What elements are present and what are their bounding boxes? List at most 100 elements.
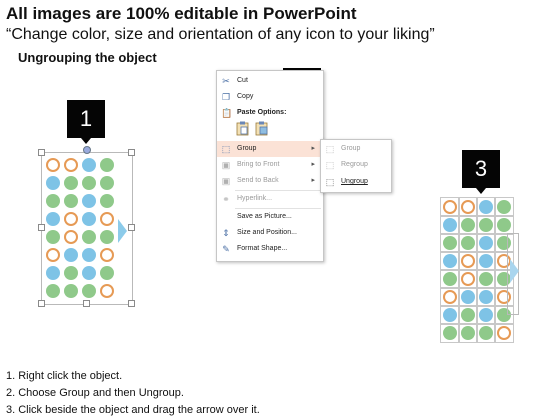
circle-shape[interactable] xyxy=(64,284,78,298)
resize-handle[interactable] xyxy=(38,300,45,307)
circle-shape[interactable] xyxy=(443,272,457,286)
shape-selection-box[interactable] xyxy=(494,197,514,217)
circle-shape[interactable] xyxy=(100,266,114,280)
menu-item-copy[interactable]: ❐ Copy xyxy=(217,89,321,105)
circle-shape[interactable] xyxy=(443,290,457,304)
circle-shape[interactable] xyxy=(46,248,60,262)
circle-shape[interactable] xyxy=(64,158,78,172)
shape-selection-box[interactable] xyxy=(458,269,478,289)
circle-shape[interactable] xyxy=(100,158,114,172)
shape-selection-box[interactable] xyxy=(476,287,496,307)
resize-handle[interactable] xyxy=(128,300,135,307)
circle-shape[interactable] xyxy=(82,230,96,244)
circle-shape[interactable] xyxy=(82,212,96,226)
shape-selection-box[interactable] xyxy=(476,251,496,271)
circle-shape[interactable] xyxy=(46,176,60,190)
resize-handle[interactable] xyxy=(38,149,45,156)
shape-selection-box[interactable] xyxy=(440,251,460,271)
circle-shape[interactable] xyxy=(46,194,60,208)
menu-item-group[interactable]: ⬚ Group ▸ xyxy=(217,141,321,157)
circle-shape[interactable] xyxy=(100,212,114,226)
resize-handle[interactable] xyxy=(38,224,45,231)
submenu-item-ungroup[interactable]: ⬚ Ungroup xyxy=(321,174,389,190)
circle-shape[interactable] xyxy=(64,248,78,262)
circle-shape[interactable] xyxy=(461,218,475,232)
circle-shape[interactable] xyxy=(82,284,96,298)
circle-shape[interactable] xyxy=(479,308,493,322)
context-menu[interactable]: ✂ Cut ❐ Copy 📋 Paste Options: ⬚ Group ▸ … xyxy=(216,70,324,262)
circle-shape[interactable] xyxy=(479,290,493,304)
shape-selection-box[interactable] xyxy=(440,215,460,235)
circle-shape[interactable] xyxy=(461,200,475,214)
circle-shape[interactable] xyxy=(479,254,493,268)
shape-selection-box[interactable] xyxy=(476,269,496,289)
submenu-item-group[interactable]: ⬚ Group xyxy=(321,141,389,157)
circle-shape[interactable] xyxy=(461,236,475,250)
circle-shape[interactable] xyxy=(461,290,475,304)
circle-shape[interactable] xyxy=(82,194,96,208)
shape-selection-box[interactable] xyxy=(458,287,478,307)
shape-selection-box[interactable] xyxy=(458,197,478,217)
circle-shape[interactable] xyxy=(479,272,493,286)
shape-selection-box[interactable] xyxy=(440,323,460,343)
circle-shape[interactable] xyxy=(461,254,475,268)
shape-selection-box[interactable] xyxy=(476,323,496,343)
circle-shape[interactable] xyxy=(82,248,96,262)
paste-option-icons[interactable] xyxy=(236,121,272,137)
shape-selection-box[interactable] xyxy=(458,323,478,343)
circle-shape[interactable] xyxy=(64,194,78,208)
shape-selection-box[interactable] xyxy=(494,233,514,253)
circle-shape[interactable] xyxy=(461,326,475,340)
shape-selection-box[interactable] xyxy=(494,287,514,307)
circle-shape[interactable] xyxy=(479,200,493,214)
circle-shape[interactable] xyxy=(64,230,78,244)
shape-selection-box[interactable] xyxy=(494,323,514,343)
circle-shape[interactable] xyxy=(461,308,475,322)
circle-shape[interactable] xyxy=(46,158,60,172)
menu-item-hyperlink[interactable]: ⚭ Hyperlink... xyxy=(217,191,321,207)
circle-shape[interactable] xyxy=(443,326,457,340)
circle-shape[interactable] xyxy=(100,176,114,190)
circle-shape[interactable] xyxy=(497,218,511,232)
shape-selection-box[interactable] xyxy=(440,305,460,325)
circle-shape[interactable] xyxy=(82,176,96,190)
resize-handle[interactable] xyxy=(83,300,90,307)
shape-selection-box[interactable] xyxy=(458,215,478,235)
circle-shape[interactable] xyxy=(64,212,78,226)
circle-shape[interactable] xyxy=(479,326,493,340)
circle-shape[interactable] xyxy=(497,200,511,214)
submenu-item-regroup[interactable]: ⬚ Regroup xyxy=(321,157,389,173)
menu-item-send-to-back[interactable]: ▣ Send to Back ▸ xyxy=(217,173,321,189)
shape-selection-box[interactable] xyxy=(476,305,496,325)
circle-shape[interactable] xyxy=(46,284,60,298)
shape-selection-box[interactable] xyxy=(458,305,478,325)
shape-selection-box[interactable] xyxy=(458,251,478,271)
shape-selection-box[interactable] xyxy=(458,233,478,253)
circle-shape[interactable] xyxy=(82,266,96,280)
circle-shape[interactable] xyxy=(443,200,457,214)
rotation-handle[interactable] xyxy=(83,146,91,154)
circle-shape[interactable] xyxy=(461,272,475,286)
shape-selection-box[interactable] xyxy=(494,305,514,325)
resize-handle[interactable] xyxy=(128,149,135,156)
circle-shape[interactable] xyxy=(64,266,78,280)
menu-item-format-shape[interactable]: ✎ Format Shape... xyxy=(217,241,321,257)
menu-item-cut[interactable]: ✂ Cut xyxy=(217,73,321,89)
circle-shape[interactable] xyxy=(497,326,511,340)
circle-shape[interactable] xyxy=(46,212,60,226)
circle-shape[interactable] xyxy=(100,230,114,244)
circle-shape[interactable] xyxy=(100,194,114,208)
circle-shape[interactable] xyxy=(443,218,457,232)
shape-selection-box[interactable] xyxy=(440,197,460,217)
shape-selection-box[interactable] xyxy=(476,215,496,235)
shape-selection-box[interactable] xyxy=(440,287,460,307)
circle-shape[interactable] xyxy=(443,254,457,268)
circle-shape[interactable] xyxy=(443,236,457,250)
menu-item-save-as-picture[interactable]: Save as Picture... xyxy=(217,209,321,225)
circle-shape[interactable] xyxy=(479,218,493,232)
menu-item-bring-to-front[interactable]: ▣ Bring to Front ▸ xyxy=(217,157,321,173)
circle-shape[interactable] xyxy=(100,284,114,298)
menu-item-size-and-position[interactable]: ⇕ Size and Position... xyxy=(217,225,321,241)
circle-shape[interactable] xyxy=(82,158,96,172)
resize-handle[interactable] xyxy=(128,224,135,231)
